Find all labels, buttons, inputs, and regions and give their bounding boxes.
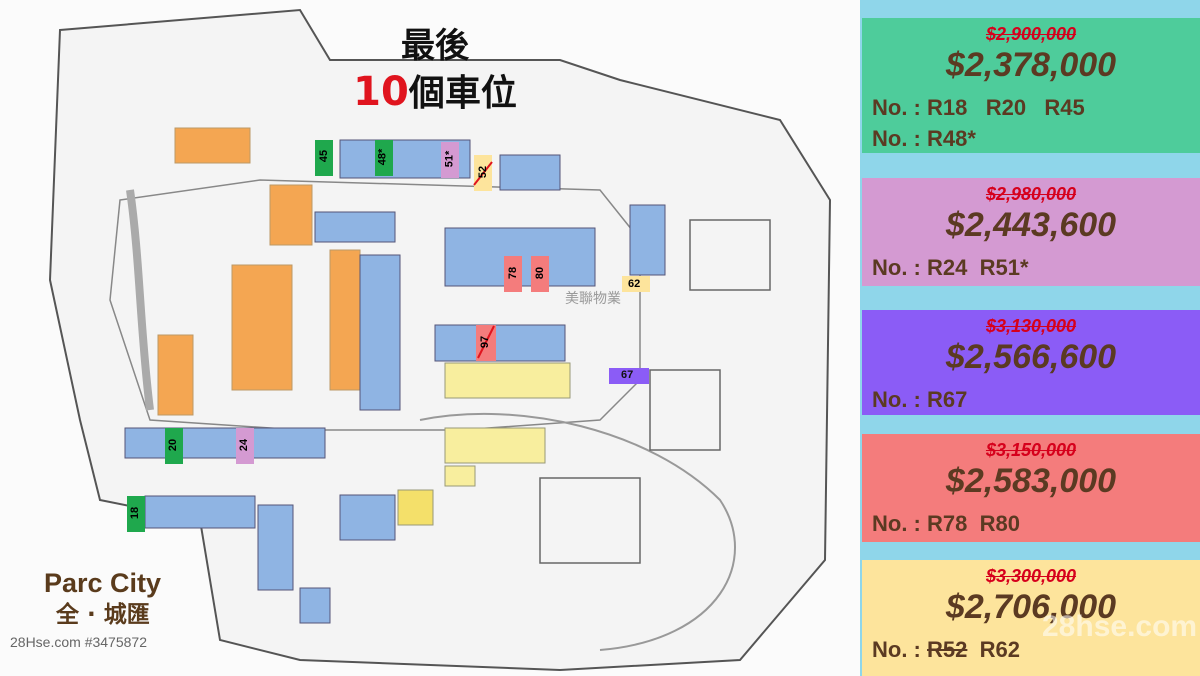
- floor-plan-drawing: [48, 8, 832, 672]
- lot-line: No. : R78: [872, 511, 968, 536]
- price-card-pink: $2,980,000 $2,443,600 No. : R24 R51*: [862, 178, 1200, 286]
- lot-numbers: No. : R78 R80: [872, 508, 1020, 539]
- price-card-purple: $3,130,000 $2,566,600 No. : R67: [862, 310, 1200, 415]
- old-price: $2,900,000: [985, 24, 1077, 44]
- new-price: $2,566,600: [945, 338, 1117, 376]
- brand-name-en: Parc City: [44, 568, 162, 598]
- lot-label-45: 45: [318, 149, 331, 163]
- lot-label-20: 20: [167, 438, 180, 452]
- lot-line: No. : R48*: [872, 126, 976, 151]
- new-price: $2,706,000: [945, 588, 1117, 626]
- headline-line1: 最後: [401, 26, 469, 66]
- price-panel: $2,900,000 $2,378,000 No. : R18 R20 R45 …: [860, 0, 1200, 676]
- headline: 最後 10個車位: [330, 24, 540, 118]
- headline-number: 10: [353, 69, 409, 115]
- old-price: $3,130,000: [985, 316, 1077, 336]
- price-card-green: $2,900,000 $2,378,000 No. : R18 R20 R45 …: [862, 18, 1200, 153]
- new-price: $2,583,000: [945, 462, 1117, 500]
- brand: Parc City 全 · 城匯: [44, 566, 161, 630]
- lot-label-62: 62: [628, 278, 641, 290]
- lot-label-51: 51*: [443, 150, 456, 168]
- lot-numbers: No. : R18 R20 R45 No. : R48*: [872, 92, 1085, 154]
- lot-numbers: No. : R52 R62: [872, 634, 1020, 665]
- card-watermark: 28hse.com: [1042, 610, 1198, 643]
- lot-line: No. : R67: [872, 387, 968, 412]
- new-price: $2,443,600: [945, 206, 1117, 244]
- headline-suffix: 個車位: [408, 73, 517, 114]
- lot-label-52: 52: [477, 165, 490, 179]
- lot-label-48: 48*: [376, 148, 389, 166]
- floor-plan: 45 48* 51* 52 78 80 62 97 67 20 24 18 最後…: [10, 8, 832, 672]
- lot-label-78: 78: [507, 266, 520, 280]
- lot-item: R20: [985, 95, 1027, 120]
- lot-item: R80: [979, 511, 1020, 536]
- old-price: $3,150,000: [985, 440, 1077, 460]
- new-price: $2,378,000: [945, 46, 1117, 84]
- lot-item: R45: [1044, 95, 1085, 120]
- lot-label-97: 97: [479, 335, 492, 349]
- lot-line: No. : R24: [872, 255, 968, 280]
- lot-item: R62: [979, 637, 1020, 662]
- old-price: $2,980,000: [985, 184, 1077, 204]
- lot-label-67: 67: [621, 369, 634, 381]
- headline-line2: 10個車位: [330, 68, 540, 118]
- old-price: $3,300,000: [985, 566, 1077, 586]
- lot-item-struck: R52: [927, 637, 968, 662]
- lot-line: No. : R18: [872, 95, 968, 120]
- lot-numbers: No. : R67: [872, 384, 967, 415]
- lot-item: R51*: [979, 255, 1029, 280]
- lot-label-80: 80: [534, 266, 547, 280]
- price-card-yellow: $3,300,000 $2,706,000 28hse.com No. : R5…: [862, 560, 1200, 676]
- plan-watermark: 美聯物業: [565, 291, 621, 307]
- brand-name-zh: 全 · 城匯: [56, 602, 150, 628]
- lot-line: No. :: [872, 637, 927, 662]
- lot-numbers: No. : R24 R51*: [872, 252, 1029, 283]
- lot-label-18: 18: [129, 506, 142, 520]
- price-card-red: $3,150,000 $2,583,000 No. : R78 R80: [862, 434, 1200, 542]
- lot-label-24: 24: [238, 438, 251, 452]
- listing-credit: 28Hse.com #3475872: [10, 634, 147, 650]
